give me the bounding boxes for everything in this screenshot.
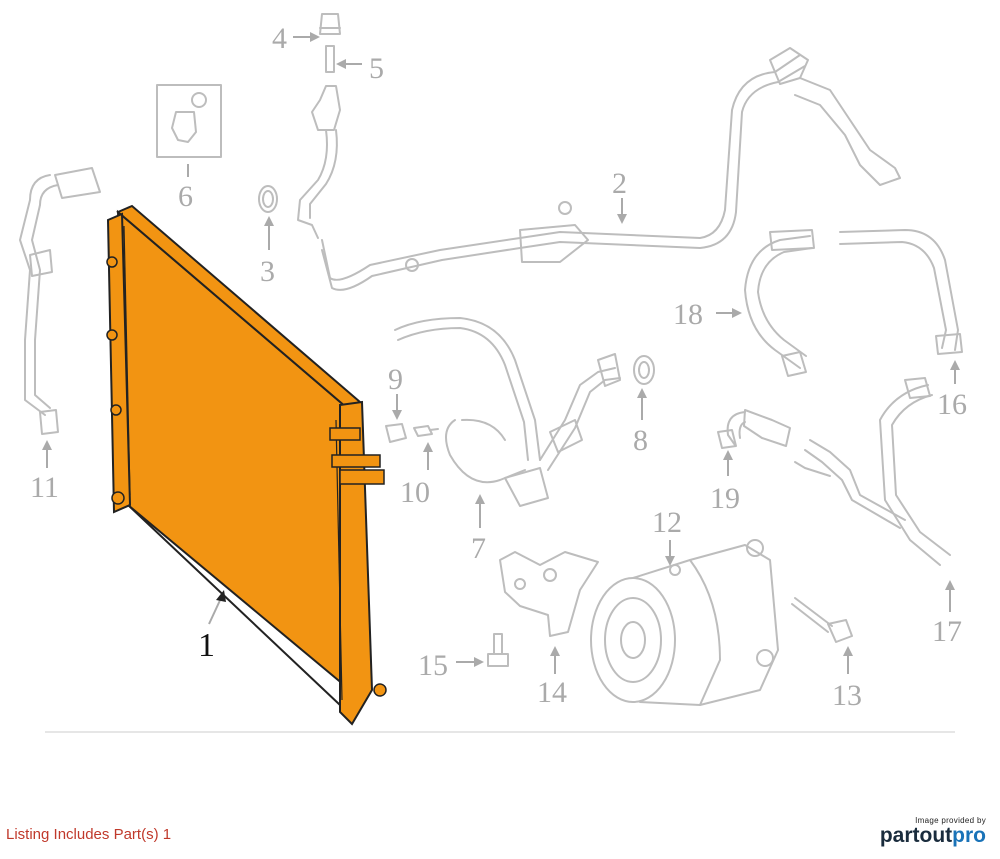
callout-4[interactable]: 4 [272, 22, 287, 55]
cap-part-4[interactable] [319, 13, 341, 35]
refrigerant-line-part-2[interactable] [321, 47, 901, 291]
partoutpro-logo: partoutpro [880, 825, 986, 847]
callout-18[interactable]: 18 [673, 298, 703, 331]
hose-part-17[interactable] [794, 377, 951, 566]
bracket-part-14[interactable] [499, 551, 599, 637]
callout-16[interactable]: 16 [937, 388, 967, 421]
o-ring-part-8[interactable] [633, 355, 655, 385]
condenser-side-tank [106, 212, 132, 514]
callout-12[interactable]: 12 [652, 506, 682, 539]
hose-part-18[interactable] [744, 229, 815, 377]
bolt-part-13[interactable] [791, 597, 853, 643]
hose-part-16[interactable] [839, 229, 963, 355]
callout-2[interactable]: 2 [612, 167, 627, 200]
hose-part-19[interactable] [717, 409, 791, 449]
valve-part-10[interactable] [413, 425, 439, 437]
callout-6[interactable]: 6 [178, 180, 193, 213]
listing-note: Listing Includes Part(s) 1 [6, 826, 172, 843]
condenser-core [116, 209, 352, 693]
callout-19[interactable]: 19 [710, 482, 740, 515]
credit-caption: Image provided by [915, 816, 986, 825]
logo-text-part2: pro [952, 824, 986, 847]
callout-1[interactable]: 1 [198, 627, 215, 664]
logo-text-part1: partout [879, 824, 953, 847]
callout-17[interactable]: 17 [932, 615, 962, 648]
callout-15[interactable]: 15 [418, 649, 448, 682]
sleeve-part-9[interactable] [385, 423, 407, 443]
valve-part-5[interactable] [297, 45, 341, 239]
leader-lines [42, 32, 960, 674]
bolt-part-15[interactable] [487, 633, 509, 667]
callout-14[interactable]: 14 [537, 676, 567, 709]
compressor-part-12[interactable] [590, 539, 779, 706]
callout-10[interactable]: 10 [400, 476, 430, 509]
o-ring-part-3[interactable] [258, 185, 278, 213]
condenser-receiver-drier [339, 400, 374, 726]
callout-3[interactable]: 3 [260, 255, 275, 288]
refrigerant-line-part-11[interactable] [19, 167, 101, 435]
callout-13[interactable]: 13 [832, 679, 862, 712]
callout-8[interactable]: 8 [633, 424, 648, 457]
callout-labels: 1 2 3 4 5 6 7 8 9 10 11 12 13 14 15 16 1… [30, 22, 967, 712]
refrigerant-line-part-7[interactable] [394, 317, 621, 507]
callout-9[interactable]: 9 [388, 363, 403, 396]
callout-11[interactable]: 11 [30, 471, 59, 504]
image-credit: Image provided by partoutpro [880, 816, 986, 847]
pressure-switch-part-6[interactable] [156, 84, 222, 158]
callout-7[interactable]: 7 [471, 532, 486, 565]
callout-5[interactable]: 5 [369, 52, 384, 85]
condenser-part-1[interactable] [106, 204, 387, 726]
